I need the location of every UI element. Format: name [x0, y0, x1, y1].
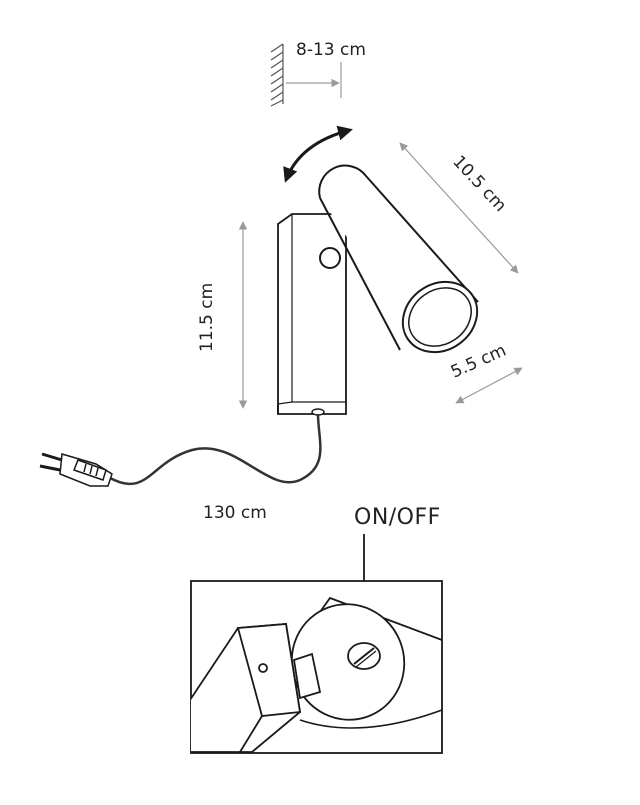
body-height-dimension: 11.5 cm — [197, 221, 248, 409]
wall-distance-label: 8-13 cm — [296, 40, 366, 60]
curved-double-arrow-icon — [283, 125, 353, 183]
eu-plug-icon — [39, 452, 113, 487]
body-height-label: 11.5 cm — [197, 283, 217, 352]
switch-label: ON/OFF — [354, 505, 441, 530]
head-length-dimension: 10.5 cm — [399, 142, 519, 274]
power-cable — [109, 413, 322, 485]
lamp-body — [277, 213, 347, 415]
cable-length-label: 130 cm — [203, 503, 267, 523]
head-diameter-dimension: 5.5 cm — [448, 341, 523, 404]
head-diameter-label: 5.5 cm — [448, 341, 509, 383]
wall-hatch-icon — [270, 43, 284, 107]
wall-distance-dimension: 8-13 cm — [286, 40, 366, 98]
detail-view — [191, 596, 442, 753]
